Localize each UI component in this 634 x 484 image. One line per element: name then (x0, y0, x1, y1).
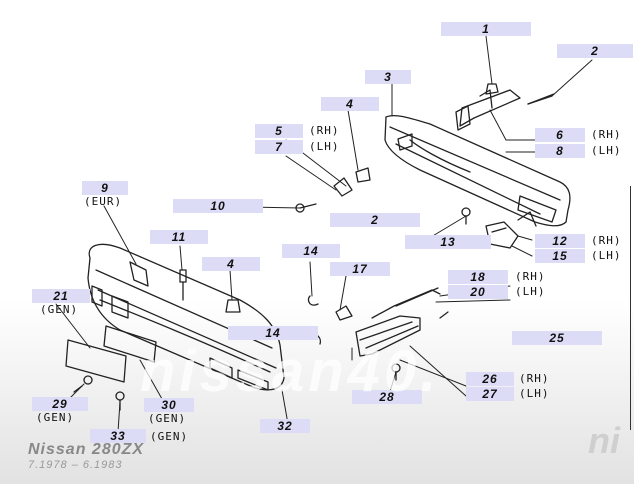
frame-line (630, 186, 631, 430)
suffix-18-rh: (RH) (515, 270, 546, 283)
label-9: 9 (82, 181, 128, 195)
suffix-20-lh: (LH) (515, 285, 546, 298)
suffix-9-eur: (EUR) (84, 195, 123, 208)
label-13: 13 (405, 235, 491, 249)
label-27: 27 (466, 387, 514, 401)
fasteners-drawing (73, 93, 555, 411)
label-12: 12 (535, 234, 585, 248)
label-10: 10 (173, 199, 263, 213)
suffix-5-rh: (RH) (309, 124, 340, 137)
label-15: 15 (535, 249, 585, 263)
label-21: 21 (32, 289, 90, 303)
model-dates: 7.1978 – 6.1983 (28, 459, 123, 471)
label-4-top: 4 (321, 97, 379, 111)
label-14-low: 14 (228, 326, 318, 340)
label-29: 29 (32, 397, 88, 411)
suffix-33-gen: (GEN) (150, 430, 189, 443)
suffix-21-gen: (GEN) (40, 303, 79, 316)
label-33: 33 (90, 429, 146, 443)
label-18: 18 (448, 270, 508, 284)
label-11: 11 (150, 230, 208, 244)
label-30: 30 (144, 398, 194, 412)
side-bracket-drawing (485, 211, 537, 249)
label-8: 8 (535, 144, 585, 158)
suffix-12-rh: (RH) (591, 234, 622, 247)
watermark-corner: ni (588, 420, 620, 461)
label-5: 5 (255, 124, 303, 138)
license-plate-drawing (65, 325, 157, 383)
bracket-drawing (455, 83, 553, 131)
watermark-text: nissan40. (140, 339, 441, 404)
label-6: 6 (535, 128, 585, 142)
suffix-7-lh: (LH) (309, 140, 340, 153)
label-32: 32 (260, 419, 310, 433)
suffix-27-lh: (LH) (519, 387, 550, 400)
label-14-top: 14 (282, 244, 340, 258)
suffix-26-rh: (RH) (519, 372, 550, 385)
suffix-15-lh: (LH) (591, 249, 622, 262)
label-17: 17 (330, 262, 390, 276)
front-bumper-drawing (87, 243, 285, 391)
suffix-8-lh: (LH) (591, 144, 622, 157)
rear-bumper-drawing (384, 114, 571, 227)
label-4-mid: 4 (202, 257, 260, 271)
label-7: 7 (255, 140, 303, 154)
suffix-30-gen: (GEN) (148, 412, 187, 425)
label-1: 1 (441, 22, 531, 36)
label-3: 3 (365, 70, 411, 84)
label-2-mid: 2 (330, 213, 420, 227)
label-25: 25 (512, 331, 602, 345)
side-extension-drawing (355, 287, 441, 357)
model-caption: Nissan 280ZX (28, 441, 145, 458)
label-26: 26 (466, 372, 514, 386)
label-20: 20 (448, 285, 508, 299)
label-28: 28 (352, 390, 422, 404)
suffix-29-gen: (GEN) (36, 411, 75, 424)
suffix-6-rh: (RH) (591, 128, 622, 141)
label-2-top: 2 (557, 44, 633, 58)
